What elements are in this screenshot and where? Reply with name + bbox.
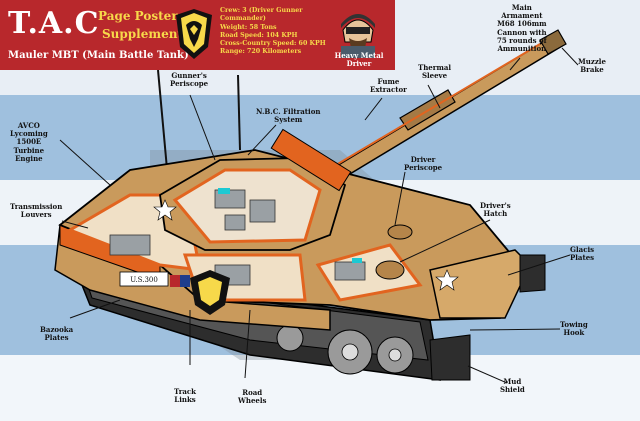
callout-text: Cannon with <box>497 27 547 37</box>
callout-main-armament: Main Armament M68 106mm Cannon with 75 r… <box>497 3 547 54</box>
stat-line: Road Speed: 104 KPH <box>220 31 298 39</box>
cobra-logo-icon <box>176 9 212 59</box>
callout-text: Hatch <box>483 209 508 219</box>
callout-text: Plates <box>44 333 69 343</box>
callout-text: Ammunition <box>497 44 547 54</box>
callout-avco-engine: AVCO Lycoming 1500E Turbine Engine <box>10 121 48 163</box>
poster-subtitle: Supplement <box>102 27 183 41</box>
callout-road-wheels: Road Wheels <box>238 388 267 406</box>
callout-text: Plates <box>570 253 595 263</box>
callout-text: Gunner's <box>171 71 207 80</box>
callout-text: 75 rounds of <box>497 35 547 45</box>
callout-text: AVCO <box>17 121 40 130</box>
callout-text: Towing <box>560 320 588 329</box>
callout-text: N.B.C. Filtration <box>256 107 321 116</box>
callout-drivers-hatch: Driver's Hatch <box>480 201 511 219</box>
callout-text: Brake <box>580 65 604 75</box>
callout-text: Sleeve <box>421 71 448 81</box>
callout-text: Track <box>174 387 197 396</box>
driver-portrait <box>335 8 381 58</box>
driver-caption: Heavy Metal Driver <box>330 52 388 68</box>
vehicle-name: Mauler MBT (Main Battle Tank) <box>8 50 189 61</box>
callout-driver-periscope: Driver Periscope <box>404 155 443 173</box>
callout-bazooka-plates: Bazooka Plates <box>40 325 74 343</box>
driver-caption-line: Heavy Metal <box>334 51 384 60</box>
callout-text: Armament <box>501 11 543 21</box>
callout-text: System <box>274 115 303 125</box>
stat-line: Commander) <box>220 15 266 23</box>
callout-text: Periscope <box>170 79 209 89</box>
callout-text: Wheels <box>238 396 267 406</box>
hull-marking: U.S.300 <box>130 276 158 284</box>
poster-title: T.A.C <box>8 6 100 41</box>
stat-line: Crew: 3 (Driver Gunner <box>220 7 303 14</box>
callout-text: Thermal <box>418 63 452 72</box>
leader-lines <box>59 47 579 384</box>
stat-line: Cross-Country Speed: 60 KPH <box>220 40 326 48</box>
title-header: T.A.C Page Poster Supplement Mauler MBT … <box>0 0 395 70</box>
callout-text: 1500E <box>16 137 42 147</box>
callout-text: Fume <box>377 77 400 86</box>
callout-text: Transmission <box>10 202 63 211</box>
callout-track-links: Track Links <box>174 387 197 405</box>
sky-band <box>0 355 640 421</box>
poster-subtitle: Page Poster <box>98 9 178 23</box>
callout-thermal-sleeve: Thermal Sleeve <box>418 63 452 81</box>
callout-fume-extractor: Fume Extractor <box>370 77 407 95</box>
callout-mud-shield: Mud Shield <box>500 377 525 395</box>
callout-towing-hook: Towing Hook <box>560 320 588 338</box>
callout-text: Shield <box>500 385 525 395</box>
callout-text: Engine <box>15 153 43 163</box>
callout-text: Periscope <box>404 163 443 173</box>
callout-glacis-plates: Glacis Plates <box>570 245 595 263</box>
callout-text: Driver <box>410 155 436 164</box>
callout-text: Louvers <box>20 210 52 220</box>
callout-nbc: N.B.C. Filtration System <box>256 107 321 125</box>
callout-gunners-periscope: Gunner's Periscope <box>170 71 209 89</box>
callout-text: Links <box>174 395 196 405</box>
callout-text: Main <box>511 3 532 12</box>
stat-line: Range: 720 Kilometers <box>220 48 302 56</box>
callout-text: Glacis <box>570 245 595 254</box>
callout-text: Road <box>242 388 263 397</box>
stat-line: Weight: 58 Tons <box>220 23 277 31</box>
callout-text: M68 106mm <box>497 19 547 29</box>
callout-transmission-louvers: Transmission Louvers <box>10 202 63 220</box>
callout-text: Muzzle <box>578 57 606 66</box>
callout-text: Bazooka <box>40 325 74 334</box>
callout-text: Mud <box>503 377 522 386</box>
callout-text: Lycoming <box>10 129 48 139</box>
callout-text: Hook <box>563 328 585 338</box>
cobra-logo-hull <box>190 270 230 315</box>
driver-caption-line: Driver <box>346 59 372 68</box>
callout-text: Extractor <box>370 85 407 95</box>
vehicle-stats: Crew: 3 (Driver Gunner Commander) Weight… <box>220 7 326 57</box>
callout-text: Driver's <box>480 201 511 210</box>
callout-text: Turbine <box>13 145 45 155</box>
callout-muzzle-brake: Muzzle Brake <box>578 57 606 75</box>
